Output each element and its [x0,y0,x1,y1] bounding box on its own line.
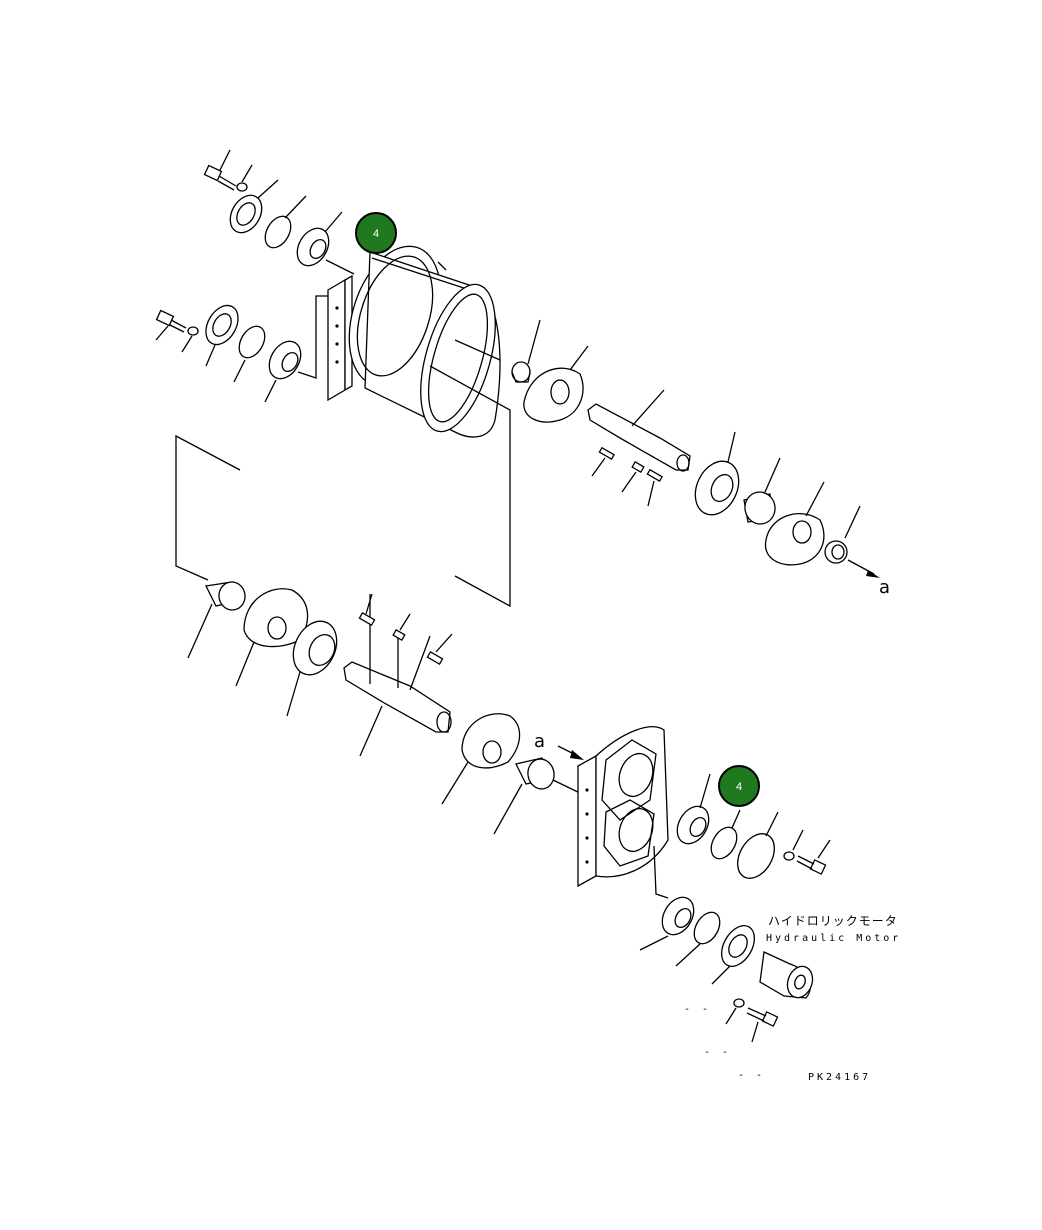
dash-mark-3: - - [738,1070,765,1081]
key-3 [646,468,663,507]
bearing-3 [676,773,711,845]
top-bearing-cap-1 [229,179,279,234]
mid-bearing-1 [264,295,332,403]
key-6 [426,633,453,665]
spacer-cam-4 [441,713,521,805]
key-4 [358,593,376,626]
callout-badge-top-text: 4 [373,228,379,240]
hydraulic-motor [759,951,814,999]
spacer-cam-1 [523,345,589,423]
motor-label-english: Hydraulic Motor [766,933,901,944]
bearing-cap-3 [737,811,779,879]
top-bearing-1 [296,211,355,275]
gear-case-housing [327,245,501,438]
dash-mark-2: - - [704,1047,731,1058]
mid-washer-1 [181,326,199,353]
callout-badge-bottom-text: 4 [736,781,742,793]
key-1 [591,446,615,477]
key-5 [392,613,411,641]
sleeve-3 [824,505,880,578]
gear-1 [694,431,740,516]
bearing-cap-4 [711,925,756,985]
callout-badge-top: 4 [355,212,397,254]
figure-code: PK24167 [808,1072,871,1083]
gear-2 [286,620,338,717]
bearing-4 [639,896,695,951]
spacer-cam-2 [764,481,825,566]
callout-badge-bottom: 4 [718,765,760,807]
top-oring-1 [264,195,307,249]
oring-4 [675,911,721,967]
motor-label-japanese: ハイドロリックモータ [768,914,898,928]
output-shaft-2 [343,594,452,757]
bolt-3 [796,839,831,875]
dash-mark-1: - - [684,1004,711,1015]
washer-4 [725,998,745,1025]
sleeve-5 [493,757,583,835]
leader-bracket-left [175,434,241,581]
washer-3 [783,829,804,861]
ref-label-a-bottom: a [534,731,545,752]
mid-oring-1 [233,325,266,383]
ref-arrow-bottom [557,745,584,760]
key-2 [621,461,645,493]
ref-label-a-top: a [879,577,890,598]
oring-3 [710,809,741,860]
mid-bearing-cap-1 [205,304,239,367]
leader-bracket-right [429,365,511,608]
spacer-cam-3 [235,588,309,687]
output-shaft-1 [587,389,691,472]
sleeve-1 [511,319,541,383]
end-cover-plate [577,726,669,899]
bolt-4 [746,1007,779,1043]
sleeve-4 [187,581,246,659]
sleeve-2 [743,457,781,525]
mid-bolt-1 [155,309,187,341]
top-bolt-1 [203,149,237,191]
top-washer-1 [236,164,253,192]
